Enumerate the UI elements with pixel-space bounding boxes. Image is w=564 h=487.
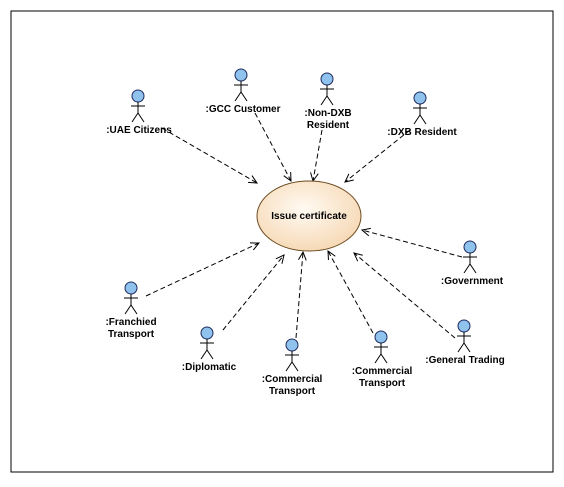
actor-diplomatic[interactable]: :Diplomatic xyxy=(182,326,237,373)
arrowhead xyxy=(275,254,285,264)
dependency-line[interactable] xyxy=(161,127,258,184)
actor-label: Transport xyxy=(108,329,155,340)
actor-dxb-resident[interactable]: :DXB Resident xyxy=(387,91,457,138)
actor-body-icon xyxy=(285,351,299,372)
actor-body-icon xyxy=(124,294,138,315)
actor-body-icon xyxy=(234,81,248,102)
actor-body-icon xyxy=(413,104,427,125)
use-case-label: Issue certificate xyxy=(271,211,347,222)
actor-body-icon xyxy=(200,339,214,360)
actor-head-icon xyxy=(413,91,427,105)
dependency-commercial-transport-left[interactable] xyxy=(295,250,307,339)
dependency-diplomatic[interactable] xyxy=(222,254,285,331)
dependency-gcc-customer[interactable] xyxy=(254,112,292,183)
dependency-line[interactable] xyxy=(361,229,463,258)
actor-label: :General Trading xyxy=(425,355,504,366)
actor-head-icon xyxy=(374,330,388,344)
actor-gcc-customer[interactable]: :GCC Customer xyxy=(205,68,281,115)
actor-uae-citizens[interactable]: :UAE Citizens xyxy=(106,89,172,136)
actor-label: :Commercial xyxy=(262,374,323,385)
actor-label: :UAE Citizens xyxy=(106,125,172,136)
arrowhead xyxy=(283,171,292,183)
actor-label: :Commercial xyxy=(352,366,413,377)
actor-label: Transport xyxy=(359,378,406,389)
dependency-line[interactable] xyxy=(344,129,411,183)
actor-label: :Government xyxy=(441,276,504,287)
actor-label: :DXB Resident xyxy=(387,127,457,138)
arrowhead xyxy=(247,175,258,184)
actor-head-icon xyxy=(131,89,145,103)
actor-head-icon xyxy=(457,319,471,333)
actor-label: :Franchied xyxy=(105,317,156,328)
actor-body-icon xyxy=(320,85,334,106)
actor-government[interactable]: :Government xyxy=(441,240,504,287)
arrowhead xyxy=(327,249,336,261)
actor-label: :Non-DXB xyxy=(304,108,351,119)
dependency-government[interactable] xyxy=(360,227,463,258)
actor-head-icon xyxy=(463,240,477,254)
dependency-line[interactable] xyxy=(353,252,456,339)
actor-body-icon xyxy=(457,332,471,353)
actor-head-icon xyxy=(320,72,334,86)
actor-label: :GCC Customer xyxy=(205,104,280,115)
arrowhead xyxy=(360,227,371,237)
actor-label: :Diplomatic xyxy=(182,362,237,373)
actor-general-trading[interactable]: :General Trading xyxy=(425,319,505,366)
actor-head-icon xyxy=(200,326,214,340)
dependency-line[interactable] xyxy=(145,242,260,297)
actor-body-icon xyxy=(374,343,388,364)
actor-head-icon xyxy=(285,338,299,352)
actors: :UAE Citizens :GCC Customer :Non-DXBReside… xyxy=(105,68,505,397)
actor-body-icon xyxy=(131,102,145,123)
dependency-lines xyxy=(145,112,463,339)
dependency-dxb-resident[interactable] xyxy=(344,129,411,183)
actor-head-icon xyxy=(234,68,248,82)
arrowhead xyxy=(249,242,261,251)
actor-label: Transport xyxy=(269,386,316,397)
dependency-franchied-transport[interactable] xyxy=(145,242,261,297)
dependency-commercial-transport-right[interactable] xyxy=(327,249,374,334)
dependency-line[interactable] xyxy=(312,129,323,182)
actor-head-icon xyxy=(124,281,138,295)
actor-label: Resident xyxy=(307,120,350,131)
dependency-uae-citizens[interactable] xyxy=(161,127,258,184)
actor-body-icon xyxy=(463,253,477,274)
dependency-general-trading[interactable] xyxy=(353,252,456,339)
use-case-issue-certificate[interactable]: Issue certificate xyxy=(256,180,362,252)
dependency-line[interactable] xyxy=(222,254,285,331)
use-case-ellipse[interactable] xyxy=(256,180,362,252)
arrowhead xyxy=(344,173,354,183)
arrowhead xyxy=(298,250,307,261)
dependency-line[interactable] xyxy=(295,251,304,339)
dependency-line[interactable] xyxy=(254,112,292,182)
arrowhead xyxy=(353,252,363,262)
